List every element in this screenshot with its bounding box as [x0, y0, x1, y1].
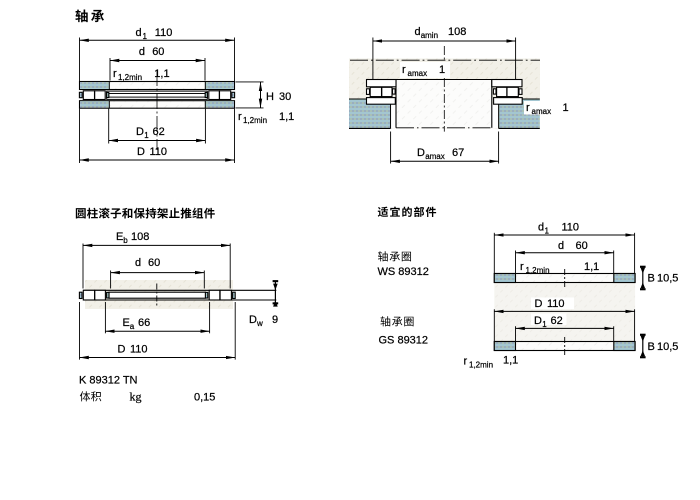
- svg-text:1,2min: 1,2min: [243, 116, 267, 125]
- svg-text:amax: amax: [532, 107, 552, 116]
- svg-text:r: r: [238, 111, 242, 123]
- svg-text:K 89312 TN: K 89312 TN: [79, 375, 138, 387]
- svg-text:1: 1: [545, 227, 550, 236]
- svg-text:E: E: [123, 317, 130, 329]
- svg-text:D: D: [534, 315, 542, 327]
- svg-text:kg: kg: [130, 390, 142, 404]
- svg-text:H: H: [266, 91, 274, 103]
- svg-text:B: B: [648, 341, 655, 353]
- svg-text:0,15: 0,15: [194, 392, 215, 404]
- svg-text:amin: amin: [421, 31, 438, 40]
- svg-text:60: 60: [576, 240, 588, 252]
- svg-text:1,1: 1,1: [584, 261, 599, 273]
- svg-text:D: D: [136, 126, 144, 138]
- svg-text:d: d: [415, 26, 421, 38]
- svg-text:60: 60: [148, 257, 160, 269]
- svg-text:62: 62: [551, 315, 563, 327]
- svg-text:30: 30: [279, 91, 291, 103]
- svg-text:b: b: [123, 236, 128, 245]
- svg-text:E: E: [116, 231, 123, 243]
- svg-text:1,1: 1,1: [154, 68, 169, 80]
- svg-text:D: D: [535, 298, 543, 310]
- svg-text:1,2min: 1,2min: [526, 266, 550, 275]
- svg-text:110: 110: [155, 27, 173, 39]
- svg-text:10,5: 10,5: [657, 341, 678, 353]
- svg-text:108: 108: [448, 26, 466, 38]
- svg-text:108: 108: [131, 231, 149, 243]
- svg-text:a: a: [130, 322, 135, 331]
- svg-text:r: r: [464, 356, 468, 368]
- svg-text:GS 89312: GS 89312: [379, 335, 429, 347]
- svg-text:B: B: [648, 273, 655, 285]
- svg-text:1: 1: [542, 320, 547, 329]
- svg-text:d: d: [136, 27, 142, 39]
- svg-text:1,1: 1,1: [503, 355, 518, 367]
- svg-text:60: 60: [152, 46, 164, 58]
- svg-text:1: 1: [563, 102, 569, 114]
- svg-text:1: 1: [439, 64, 445, 76]
- svg-text:110: 110: [562, 222, 580, 234]
- svg-text:9: 9: [272, 314, 278, 326]
- svg-text:1,2min: 1,2min: [469, 361, 493, 370]
- svg-text:amax: amax: [408, 69, 428, 78]
- svg-text:d: d: [135, 257, 141, 269]
- svg-text:amax: amax: [425, 152, 445, 161]
- svg-text:r: r: [520, 261, 524, 273]
- svg-text:d: d: [139, 46, 145, 58]
- svg-text:D: D: [417, 147, 425, 159]
- svg-text:1: 1: [143, 32, 148, 41]
- svg-text:w: w: [256, 319, 263, 328]
- svg-text:d: d: [538, 222, 544, 234]
- svg-text:110: 110: [547, 298, 565, 310]
- svg-text:WS 89312: WS 89312: [378, 266, 429, 278]
- svg-text:1: 1: [144, 131, 149, 140]
- svg-text:110: 110: [130, 344, 148, 356]
- svg-text:D: D: [249, 314, 257, 326]
- svg-text:10,5: 10,5: [657, 273, 678, 285]
- svg-text:r: r: [113, 68, 117, 80]
- svg-text:1,1: 1,1: [279, 111, 294, 123]
- svg-text:d: d: [558, 240, 564, 252]
- svg-text:110: 110: [150, 146, 168, 158]
- svg-text:D: D: [118, 344, 126, 356]
- svg-text:r: r: [526, 102, 530, 114]
- svg-text:67: 67: [452, 147, 464, 159]
- svg-text:r: r: [402, 64, 406, 76]
- svg-text:62: 62: [153, 126, 165, 138]
- svg-text:1,2min: 1,2min: [118, 73, 142, 82]
- svg-text:66: 66: [138, 317, 150, 329]
- svg-text:D: D: [137, 146, 145, 158]
